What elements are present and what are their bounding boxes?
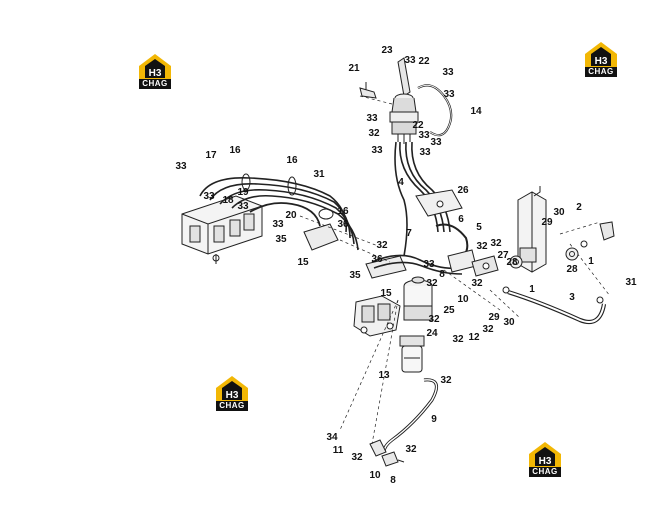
logo-house-icon: H3 [585, 42, 617, 68]
part-callout: 32 [428, 314, 440, 325]
control-valve-left [181, 195, 263, 264]
part-callout: 28 [506, 257, 518, 268]
part-callout: 12 [468, 332, 480, 343]
svg-text:H3: H3 [595, 56, 608, 67]
part-callout: 22 [418, 56, 430, 67]
part-callout: 34 [326, 432, 338, 443]
part-callout: 33 [272, 219, 284, 230]
part-callout: 10 [369, 470, 381, 481]
part-callout: 33 [404, 55, 416, 66]
gear-pump [353, 295, 401, 337]
part-callout: 35 [349, 270, 361, 281]
part-callout: 20 [285, 210, 297, 221]
part-callout: 22 [412, 120, 424, 131]
part-callout: 33 [442, 67, 454, 78]
part-callout: 21 [348, 63, 360, 74]
part-callout: 2 [576, 202, 582, 213]
part-callout: 13 [378, 370, 390, 381]
part-callout: 26 [457, 185, 469, 196]
part-callout: 6 [458, 214, 464, 225]
part-callout: 11 [332, 445, 344, 456]
part-callout: 36 [371, 254, 383, 265]
part-callout: 3 [569, 292, 575, 303]
part-callout: 24 [426, 328, 438, 339]
part-callout: 32 [440, 375, 452, 386]
part-callout: 29 [541, 217, 553, 228]
brand-logo: H3 CHAG [583, 40, 619, 80]
part-callout: 35 [275, 234, 287, 245]
part-callout: 17 [205, 150, 217, 161]
part-callout: 16 [337, 206, 349, 217]
part-callout: 9 [431, 414, 437, 425]
part-callout: 36 [337, 219, 349, 230]
part-callout: 33 [430, 137, 442, 148]
part-callout: 15 [380, 288, 392, 299]
brand-logo: H3 CHAG [137, 52, 173, 92]
logo-text: CHAG [529, 467, 561, 477]
part-callout: 29 [488, 312, 500, 323]
logo-house-icon: H3 [529, 442, 561, 468]
part-callout: 5 [476, 222, 482, 233]
part-callout: 32 [452, 334, 464, 345]
part-callout: 1 [529, 284, 535, 295]
part-callout: 16 [229, 145, 241, 156]
part-callout: 33 [175, 161, 187, 172]
logo-text: CHAG [216, 401, 248, 411]
part-callout: 19 [237, 187, 249, 198]
part-callout: 33 [203, 191, 215, 202]
part-callout: 32 [351, 452, 363, 463]
part-callout: 8 [390, 475, 396, 486]
part-callout: 18 [222, 195, 234, 206]
logo-text: CHAG [585, 67, 617, 77]
part-callout: 14 [470, 106, 482, 117]
svg-text:H3: H3 [149, 68, 162, 79]
logo-house-icon: H3 [216, 376, 248, 402]
part-callout: 32 [376, 240, 388, 251]
part-callout: 32 [476, 241, 488, 252]
part-callout: 23 [381, 45, 393, 56]
part-callout: 33 [237, 201, 249, 212]
part-callout: 27 [497, 250, 509, 261]
part-callout: 30 [503, 317, 515, 328]
logo-house-icon: H3 [139, 54, 171, 80]
part-callout: 31 [625, 277, 637, 288]
part-callout: 1 [588, 256, 594, 267]
part-callout: 32 [405, 444, 417, 455]
part-callout: 10 [457, 294, 469, 305]
filter-canister [399, 335, 425, 373]
svg-text:H3: H3 [226, 390, 239, 401]
part-callout: 25 [443, 305, 455, 316]
part-callout: 8 [439, 269, 445, 280]
part-callout: 33 [418, 130, 430, 141]
part-callout: 15 [297, 257, 309, 268]
hydraulic-tank [517, 186, 547, 273]
part-callout: 33 [423, 259, 435, 270]
part-callout: 32 [368, 128, 380, 139]
brand-logo: H3 CHAG [214, 374, 250, 414]
part-callout: 32 [426, 278, 438, 289]
logo-text: CHAG [139, 79, 171, 89]
brand-logo: H3 CHAG [527, 440, 563, 480]
part-callout: 32 [490, 238, 502, 249]
part-callout: 7 [406, 228, 412, 239]
part-callout: 4 [398, 177, 404, 188]
part-callout: 33 [371, 145, 383, 156]
part-callout: 30 [553, 207, 565, 218]
part-callout: 32 [471, 278, 483, 289]
part-callout: 33 [419, 147, 431, 158]
svg-text:H3: H3 [539, 456, 552, 467]
part-callout: 28 [566, 264, 578, 275]
joystick-assembly [359, 57, 419, 144]
part-callout: 33 [443, 89, 455, 100]
part-callout: 31 [313, 169, 325, 180]
part-callout: 16 [286, 155, 298, 166]
part-callout: 32 [482, 324, 494, 335]
accumulator [403, 276, 433, 321]
part-callout: 33 [366, 113, 378, 124]
